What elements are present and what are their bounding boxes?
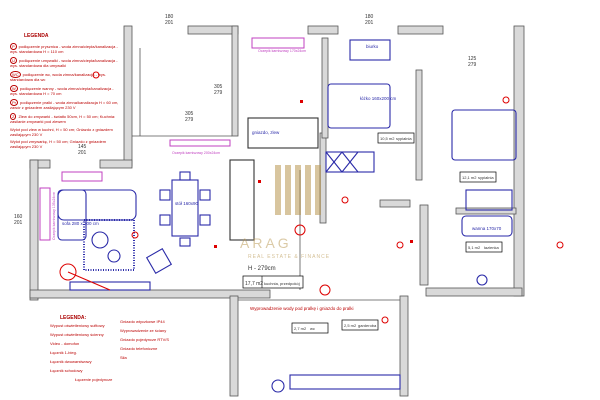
curtain-top [251, 37, 305, 49]
dining-table: stół 160x90 [159, 171, 211, 247]
legend-item: Gniazdo pojedyncze RTV/S [120, 337, 170, 342]
dim-hall-vert-h: 279 [185, 117, 194, 123]
room-table-wardrobe: 2,5 m2 garderoba [341, 319, 379, 331]
dim-door-h: 279 [468, 62, 477, 68]
svg-text:sypialnia: sypialnia [396, 136, 412, 141]
curtain-salon [61, 171, 103, 182]
legend-item: Video - domofon [50, 341, 80, 346]
legend-item: Siła [120, 355, 127, 360]
svg-text:sypialnia: sypialnia [478, 175, 494, 180]
curtain-top-label: Oczepik karniszowy 170x24cm [258, 49, 306, 53]
legend-item: Łącznik dwuwarstwowy [50, 359, 92, 364]
coffee-table [91, 231, 109, 249]
bed-1 [327, 83, 391, 129]
curtain-left [39, 187, 51, 241]
wardrobe [465, 189, 513, 211]
dim-left-h: 201 [14, 220, 23, 226]
svg-text:wc: wc [310, 326, 315, 331]
dim-hall-w: 305 [214, 84, 223, 90]
tv-cabinet [69, 281, 151, 291]
bed-2 [451, 109, 517, 161]
svg-text:stół 160x90: stół 160x90 [175, 201, 199, 206]
bathtub [461, 215, 513, 237]
svg-text:2,5 m2: 2,5 m2 [344, 323, 357, 328]
dim-top-right-w: 180 [365, 14, 374, 20]
side-table [107, 249, 121, 263]
legend-top-title: LEGENDA [24, 33, 49, 39]
dim-top-right-h: 201 [365, 20, 374, 26]
dim-hall-vert-w: 305 [185, 111, 194, 117]
legend-item: Wypust oświetleniowy sufitowy [50, 323, 105, 328]
legend-item: Gniazdo telefoniczne [120, 346, 158, 351]
curtain-salon-label: Oczepik karniszowy 200x24cm [172, 151, 220, 155]
bed-1-label: łóżko 160x200 cm [360, 96, 397, 101]
legend-item: Łącznik 1-bieg. [50, 350, 77, 355]
svg-text:sofa 280 x 200 cm: sofa 280 x 200 cm [62, 221, 99, 226]
legend-item: Łącznik schodowy [50, 368, 83, 373]
room-table-bedroom-2: 12,1 m2 sypialnia [459, 171, 497, 183]
armchair [145, 247, 173, 275]
room-table-bathroom: 5,1 m2 łazienka [465, 241, 503, 253]
kitchen-appliances [325, 151, 375, 173]
svg-text:17,7 m2: 17,7 m2 [245, 281, 263, 287]
svg-text:5,1 m2: 5,1 m2 [468, 245, 481, 250]
legend-bottom: LEGENDA: Wypust oświetleniowy sufitowy W… [50, 315, 230, 383]
rug [83, 219, 135, 271]
legend-bottom-title: LEGENDA: [60, 315, 87, 321]
desk [349, 39, 391, 61]
electrical-symbols [59, 71, 564, 324]
legend-item: Łączenie pojedyncze [75, 377, 113, 382]
bottom-cabinets [289, 374, 401, 390]
bathroom-note: Wyprowadzenie wody pod pralkę i gniazdo … [250, 306, 354, 311]
svg-text:garderoba: garderoba [358, 323, 377, 328]
kitchen-island [247, 117, 319, 149]
curtain-left-label: Oczepik karniszowy 135x24cm [52, 192, 56, 240]
dim-left-w: 160 [14, 214, 23, 220]
ceiling-height-label: H - 279cm [248, 266, 276, 272]
curtain-salon-2 [169, 139, 231, 147]
legend-item: Gniazdo wtyczkowe IP44 [120, 319, 165, 324]
room-table-wc: 2,7 m2 wc [291, 322, 329, 334]
legend-item: Wyprowadzenie ze ściany [120, 328, 167, 333]
dim-corridor-w: 145 [78, 144, 87, 150]
walls [29, 25, 525, 397]
desk-label: biurko [366, 44, 379, 49]
svg-text:12,1 m2: 12,1 m2 [462, 175, 477, 180]
bathtub-label: wanna 170x70 [472, 226, 502, 231]
svg-text:kuchnia, przedpokój: kuchnia, przedpokój [264, 281, 300, 286]
dim-top-left-h: 201 [165, 20, 174, 26]
svg-text:10,5 m2: 10,5 m2 [380, 136, 395, 141]
legend-note: Wylot pod zmywarkę, H = 50 cm; Gniazdo z… [10, 139, 107, 149]
dim-hall-h: 279 [214, 90, 223, 96]
kitchen-note: gniazdo, zlew [252, 130, 280, 135]
dim-door-w: 125 [468, 56, 477, 62]
dim-top-left-w: 180 [165, 14, 174, 20]
legend-item: Wypust oświetleniowy ścienny [50, 332, 104, 337]
dim-corridor-h: 201 [78, 150, 87, 156]
washbasin [271, 379, 285, 393]
svg-text:łazienka: łazienka [484, 245, 499, 250]
room-table-kitchen: 17,7 m2 kuchnia, przedpokój [242, 275, 304, 289]
svg-text:ARAG: ARAG [240, 235, 292, 251]
toilet [476, 274, 488, 286]
watermark-logo: ARAG REAL ESTATE & FINANCE [240, 165, 330, 260]
room-table-bedroom-1: 10,5 m2 sypialnia [377, 132, 415, 144]
svg-text:REAL ESTATE & FINANCE: REAL ESTATE & FINANCE [248, 254, 330, 260]
svg-text:2,7 m2: 2,7 m2 [294, 326, 307, 331]
kitchen-counter [229, 159, 255, 241]
legend-note: Wylot pod zlew w kuchni, H = 50 cm; Gnia… [10, 127, 113, 137]
